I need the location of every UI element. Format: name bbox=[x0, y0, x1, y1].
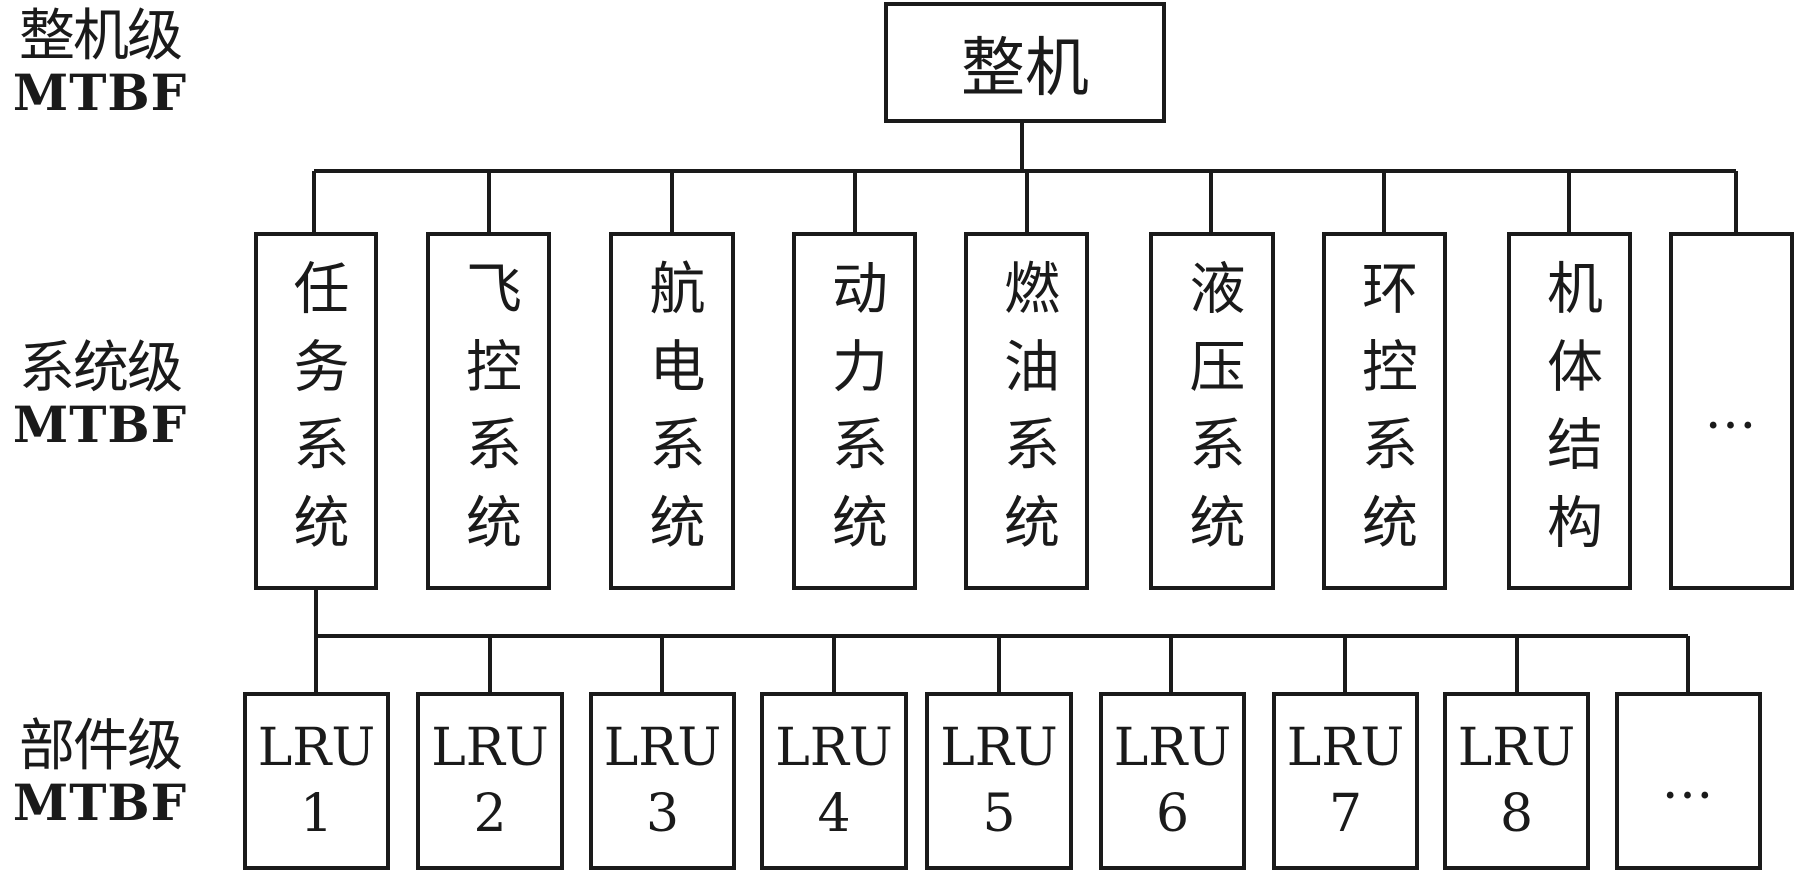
component-label-line1: LRU bbox=[257, 718, 376, 778]
component-label-line2: 7 bbox=[1328, 784, 1363, 844]
system-node: 机体结构 bbox=[1507, 232, 1632, 590]
component-node: LRU 3 bbox=[589, 692, 736, 870]
component-node-more: … bbox=[1615, 692, 1762, 870]
level-label-component: 部件级 MTBF bbox=[0, 714, 200, 832]
component-label-line2: 6 bbox=[1155, 784, 1190, 844]
component-label-line1: LRU bbox=[940, 718, 1058, 778]
component-node: LRU 2 bbox=[416, 692, 564, 870]
level-label-zh: 部件级 bbox=[19, 714, 183, 779]
system-node: 动力系统 bbox=[792, 232, 917, 590]
system-node-label: 机体结构 bbox=[1537, 259, 1603, 571]
component-label-line1: LRU bbox=[775, 718, 893, 778]
component-label-line1: LRU bbox=[1286, 718, 1405, 778]
system-node: 环控系统 bbox=[1322, 232, 1447, 590]
ellipsis-label: … bbox=[1704, 381, 1759, 441]
component-label-line1: LRU bbox=[603, 718, 722, 778]
component-label-line2: 5 bbox=[982, 784, 1016, 844]
component-label-line2: 1 bbox=[299, 784, 334, 844]
level-label-zh: 系统级 bbox=[19, 336, 183, 401]
level-label-en: MTBF bbox=[12, 62, 188, 122]
system-node-more: … bbox=[1669, 232, 1794, 590]
system-node-label: 燃油系统 bbox=[994, 259, 1060, 571]
component-label-line1: LRU bbox=[1457, 718, 1576, 778]
component-node: LRU 6 bbox=[1099, 692, 1246, 870]
system-node: 航电系统 bbox=[609, 232, 735, 590]
aircraft-node-label: 整机 bbox=[961, 31, 1089, 106]
component-label-line2: 2 bbox=[473, 784, 507, 844]
component-node: LRU 7 bbox=[1272, 692, 1419, 870]
component-label-line1: LRU bbox=[1113, 718, 1232, 778]
component-node: LRU 5 bbox=[925, 692, 1073, 870]
level-label-en: MTBF bbox=[12, 394, 188, 454]
system-node-label: 动力系统 bbox=[822, 259, 888, 571]
system-node: 任务系统 bbox=[254, 232, 378, 590]
level-label-en: MTBF bbox=[12, 772, 188, 832]
system-node-label: 环控系统 bbox=[1352, 259, 1418, 571]
aircraft-node: 整机 bbox=[884, 2, 1166, 123]
level-label-zh: 整机级 bbox=[19, 4, 183, 69]
component-node: LRU 8 bbox=[1443, 692, 1590, 870]
level-label-system: 系统级 MTBF bbox=[0, 336, 200, 454]
system-node: 飞控系统 bbox=[426, 232, 551, 590]
component-label-line2: 3 bbox=[645, 784, 680, 844]
component-label-line1: LRU bbox=[431, 718, 549, 778]
system-node-label: 任务系统 bbox=[284, 259, 349, 571]
system-node-label: 液压系统 bbox=[1180, 259, 1245, 571]
system-node-label: 航电系统 bbox=[640, 259, 705, 571]
level-label-aircraft: 整机级 MTBF bbox=[0, 4, 200, 122]
system-node: 燃油系统 bbox=[964, 232, 1089, 590]
system-node: 液压系统 bbox=[1149, 232, 1275, 590]
ellipsis-label: … bbox=[1661, 751, 1716, 811]
component-node: LRU 1 bbox=[243, 692, 390, 870]
component-label-line2: 4 bbox=[817, 784, 851, 844]
system-node-label: 飞控系统 bbox=[456, 259, 522, 571]
component-node: LRU 4 bbox=[760, 692, 908, 870]
component-label-line2: 8 bbox=[1499, 784, 1534, 844]
